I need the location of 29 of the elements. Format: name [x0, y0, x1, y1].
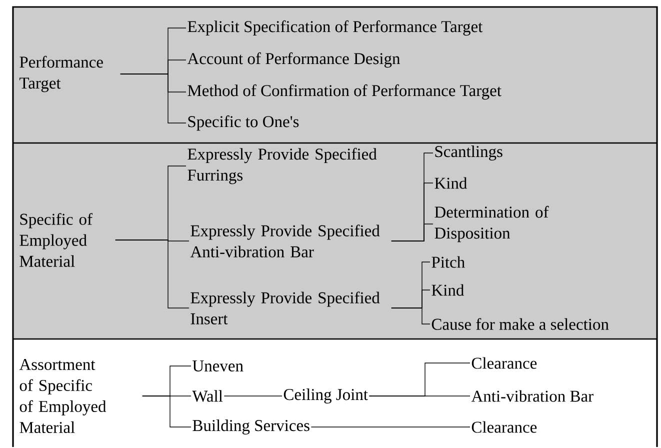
- connector-line: [142, 396, 192, 428]
- tree-label: Clearance: [472, 421, 537, 433]
- tree-label: Specific to One's: [188, 115, 299, 131]
- tree-label: Performance Target: [20, 56, 103, 92]
- tree-label: Kind: [432, 284, 464, 296]
- tree-label: Ceiling Joint: [284, 388, 368, 404]
- tree-label: Kind: [434, 177, 467, 189]
- tree-label: Expressly Provide Specified Insert: [190, 292, 380, 324]
- tree-label: Wall: [192, 390, 223, 402]
- tree-label: Uneven: [192, 360, 244, 372]
- connector-line: [120, 74, 186, 124]
- tree-label: Explicit Specification of Performance Target: [188, 20, 483, 36]
- tree-label: Expressly Provide Specified Anti-vibration Bar: [190, 224, 380, 258]
- tree-label: Pitch: [432, 256, 465, 268]
- tree-label: Scantlings: [435, 146, 502, 160]
- tree-label: Anti-vibration Bar: [471, 390, 594, 402]
- tree-label: Cause for make a selection: [432, 318, 609, 330]
- connector-line: [391, 308, 430, 324]
- tree-label: Clearance: [472, 357, 537, 369]
- tree-label: Account of Performance Design: [187, 52, 400, 68]
- connector-line: [310, 426, 470, 428]
- tree-label: Determination of Disposition: [434, 206, 549, 242]
- tree-label: Expressly Provide Specified Furrings: [188, 148, 377, 184]
- tree-label: Method of Confirmation of Performance Target: [188, 84, 502, 100]
- tree-label: Building Services: [192, 420, 310, 434]
- tree-label: Specific of Employed Material: [20, 213, 92, 267]
- connector-line: [391, 224, 434, 242]
- tree-label: Assortment of Specific of Employed Material: [19, 358, 106, 434]
- connector-line: [115, 240, 190, 308]
